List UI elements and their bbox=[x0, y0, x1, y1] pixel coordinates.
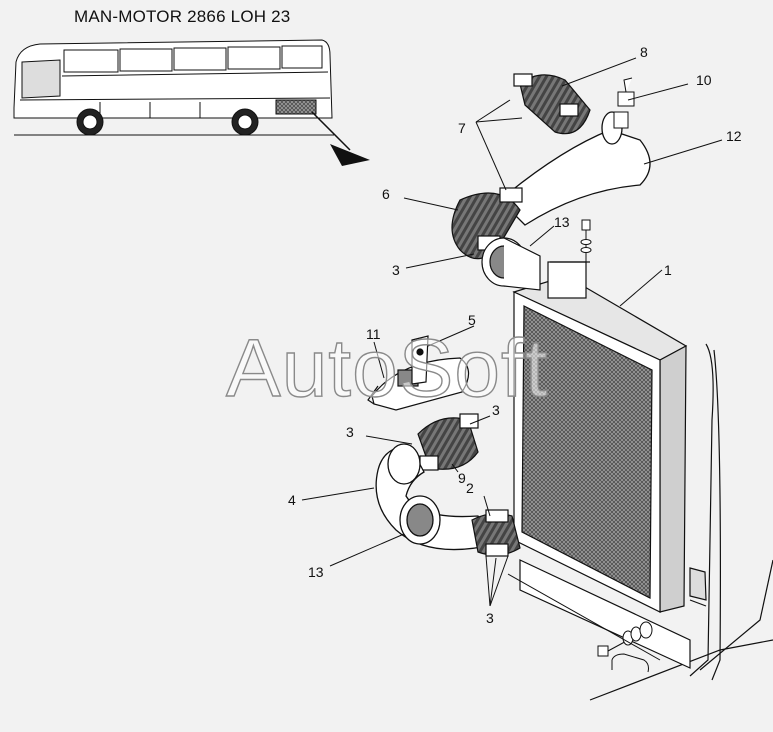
callout-9: 9 bbox=[458, 470, 466, 486]
diagram-title: MAN-MOTOR 2866 LOH 23 bbox=[74, 7, 291, 26]
callout-3-middle-right: 3 bbox=[492, 402, 500, 418]
callout-7: 7 bbox=[458, 120, 466, 136]
callout-13-upper: 13 bbox=[554, 214, 570, 230]
callout-13-lower: 13 bbox=[308, 564, 324, 580]
mounting-hardware-bottom bbox=[597, 621, 653, 673]
callout-11: 11 bbox=[366, 326, 381, 342]
callout-3-upper: 3 bbox=[392, 262, 400, 278]
callout-6: 6 bbox=[382, 186, 390, 202]
callout-3-lower: 3 bbox=[486, 610, 494, 626]
lower-rubber-hose bbox=[417, 413, 479, 471]
callout-2: 2 bbox=[466, 480, 474, 496]
lower-charge-air-pipe bbox=[375, 443, 498, 551]
vehicle-body-panel bbox=[519, 343, 773, 701]
callout-3-middle-left: 3 bbox=[346, 424, 354, 440]
temperature-sensor bbox=[613, 77, 635, 129]
bus-thumbnail bbox=[13, 39, 334, 136]
leader-lines bbox=[301, 57, 723, 661]
upper-connector-ring bbox=[481, 237, 541, 291]
location-pointer-arrow bbox=[311, 111, 370, 166]
support-bracket bbox=[367, 335, 470, 411]
intercooler-core bbox=[512, 261, 688, 613]
upper-rubber-hose bbox=[513, 73, 591, 135]
mounting-bolt-top bbox=[580, 219, 592, 264]
callout-8: 8 bbox=[640, 44, 648, 60]
callout-4: 4 bbox=[288, 492, 296, 508]
callout-10: 10 bbox=[696, 72, 712, 88]
callout-12: 12 bbox=[726, 128, 742, 144]
outlet-rubber-hose bbox=[471, 509, 521, 557]
callout-5: 5 bbox=[468, 312, 476, 328]
callout-1: 1 bbox=[664, 262, 672, 278]
